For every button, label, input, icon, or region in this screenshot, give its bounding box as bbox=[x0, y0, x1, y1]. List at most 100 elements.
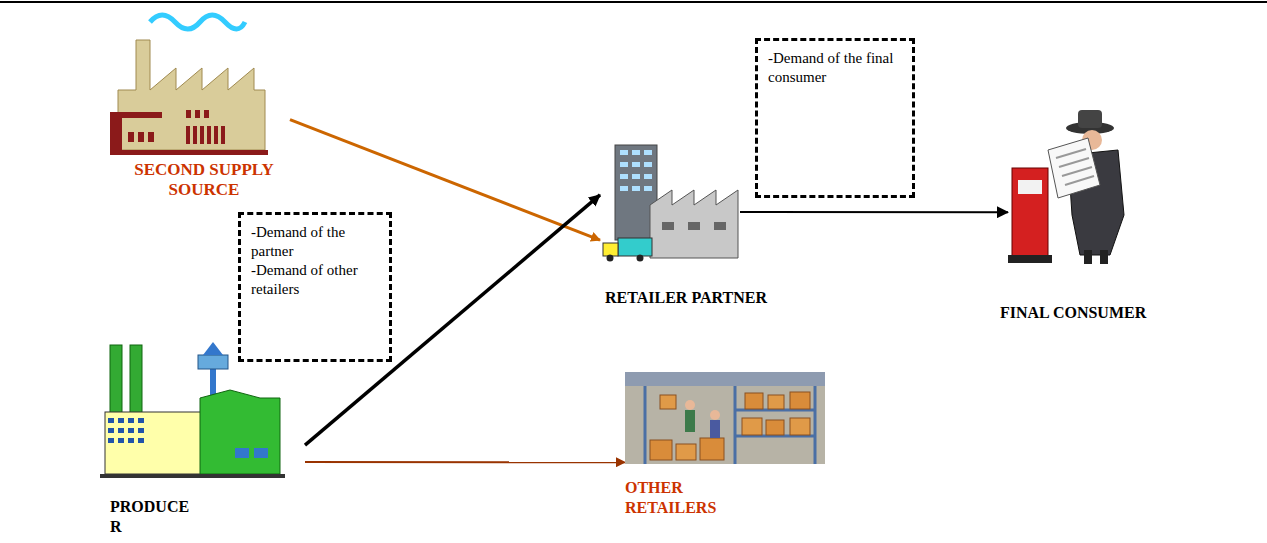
supply-source-node: SECOND SUPPLY SOURCE bbox=[110, 5, 290, 160]
producer-factory-icon-part bbox=[108, 418, 114, 423]
warehouse-building-icon-part bbox=[662, 222, 674, 230]
factory-icon-part bbox=[148, 132, 154, 142]
warehouse-building-icon-part bbox=[644, 174, 652, 179]
producer-factory-icon-part bbox=[130, 345, 142, 420]
warehouse-interior-picture-part bbox=[734, 386, 737, 464]
warehouse-building-icon-part bbox=[644, 150, 652, 155]
other-retailers-node: OTHER RETAILERS bbox=[625, 372, 825, 465]
producer-factory-icon-part bbox=[118, 428, 124, 433]
factory-icon-part bbox=[122, 112, 162, 118]
warehouse-building-icon-part bbox=[607, 255, 614, 262]
node-label: OTHER RETAILERS bbox=[625, 478, 737, 518]
warehouse-building-icon-part bbox=[644, 186, 652, 191]
warehouse-interior-picture-part bbox=[768, 395, 784, 409]
factory-icon-part bbox=[200, 126, 204, 144]
retailer-partner-node: RETAILER PARTNER bbox=[600, 140, 740, 262]
warehouse-building-icon-part bbox=[688, 222, 700, 230]
factory-icon-part bbox=[110, 150, 268, 155]
warehouse-building-icon-part bbox=[644, 162, 652, 167]
warehouse-interior-picture-part bbox=[742, 418, 762, 435]
warehouse-interior-picture-part bbox=[650, 440, 672, 460]
demand-callout: -Demand of the final consumer bbox=[755, 38, 915, 198]
producer-factory-icon-part bbox=[254, 448, 268, 458]
warehouse-building-icon-part bbox=[637, 255, 644, 262]
supply-arrow bbox=[305, 461, 625, 463]
producer-factory-icon-part bbox=[108, 428, 114, 433]
warehouse-building-icon-part bbox=[620, 174, 628, 179]
warehouse-interior-picture-part bbox=[685, 400, 695, 410]
factory-icon-part bbox=[138, 132, 144, 142]
producer-factory-icon-part bbox=[138, 418, 144, 423]
factory-icon bbox=[110, 15, 268, 155]
warehouse-interior-picture-part bbox=[745, 393, 763, 409]
producer-factory-icon-part bbox=[128, 428, 134, 433]
consumer-figure bbox=[1008, 110, 1124, 264]
factory-icon-part bbox=[204, 110, 209, 118]
factory-icon-part bbox=[128, 132, 134, 142]
demand-note: -Demand of the final consumer bbox=[768, 49, 902, 87]
factory-icon-part bbox=[186, 126, 190, 144]
producer-factory-icon-part bbox=[100, 474, 285, 478]
warehouse-interior-picture-part bbox=[766, 420, 784, 435]
warehouse-building-icon-part bbox=[620, 186, 628, 191]
factory-icon-part bbox=[150, 15, 245, 29]
delivery-arrow bbox=[740, 211, 1008, 213]
warehouse-interior-picture-part bbox=[660, 395, 676, 409]
warehouse-building-icon-part bbox=[620, 162, 628, 167]
node-label: PRODUCE R bbox=[110, 497, 194, 537]
warehouse-building-icon-part bbox=[632, 186, 640, 191]
factory-icon-part bbox=[186, 110, 191, 118]
producer-factory-icon-part bbox=[108, 438, 114, 443]
consumer-figure-part bbox=[1056, 149, 1086, 158]
consumer-figure-part bbox=[1012, 168, 1048, 258]
producer-factory-icon-part bbox=[200, 390, 280, 474]
consumer-figure-part bbox=[1078, 110, 1102, 128]
warehouse-interior-picture-part bbox=[644, 386, 647, 464]
factory-icon-part bbox=[195, 110, 200, 118]
node-label: RETAILER PARTNER bbox=[605, 288, 767, 308]
producer-factory-icon-part bbox=[128, 418, 134, 423]
consumer-figure-part bbox=[1084, 250, 1092, 264]
warehouse-interior-picture-part bbox=[685, 410, 695, 432]
warehouse-building-icon-part bbox=[650, 190, 738, 258]
warehouse-interior-picture-part bbox=[710, 420, 720, 438]
demand-note: -Demand of the partner bbox=[251, 223, 379, 261]
warehouse-building-icon-part bbox=[618, 238, 652, 256]
consumer-figure-part bbox=[1018, 180, 1042, 194]
producer-factory-icon-part bbox=[110, 345, 122, 420]
producer-factory-icon-part bbox=[138, 438, 144, 443]
consumer-figure-part bbox=[1062, 167, 1092, 176]
consumer-figure-part bbox=[1048, 138, 1100, 198]
warehouse-interior-picture-part bbox=[790, 418, 810, 435]
producer-factory-icon-part bbox=[235, 448, 249, 458]
consumer-figure-part bbox=[1059, 158, 1089, 167]
warehouse-interior-picture-part bbox=[625, 372, 825, 464]
warehouse-building-icon-part bbox=[632, 150, 640, 155]
factory-icon-part bbox=[193, 126, 197, 144]
factory-icon-part bbox=[110, 112, 122, 152]
warehouse-building-icon-part bbox=[714, 222, 726, 230]
warehouse-interior-picture-part bbox=[710, 410, 720, 420]
warehouse-building-icon-part bbox=[603, 243, 618, 256]
producer-factory-icon-part bbox=[203, 342, 223, 355]
node-label: SECOND SUPPLY SOURCE bbox=[108, 160, 300, 200]
demand-callout: -Demand of the partner-Demand of other r… bbox=[238, 212, 392, 362]
supply-arrow bbox=[305, 195, 600, 445]
factory-icon-part bbox=[214, 126, 218, 144]
node-label: FINAL CONSUMER bbox=[1000, 303, 1146, 323]
factory-icon-part bbox=[118, 40, 265, 150]
producer-factory-icon bbox=[100, 342, 285, 478]
producer-factory-icon-part bbox=[118, 438, 124, 443]
factory-icon-part bbox=[221, 126, 225, 144]
warehouse-building-icon-part bbox=[620, 150, 628, 155]
producer-factory-icon-part bbox=[138, 428, 144, 433]
supply-arrow bbox=[290, 120, 600, 240]
producer-node: PRODUCE R bbox=[100, 335, 305, 480]
consumer-figure-part bbox=[1100, 250, 1108, 264]
producer-factory-icon-part bbox=[198, 355, 228, 369]
producer-factory-icon-part bbox=[118, 418, 124, 423]
warehouse-interior-picture-part bbox=[814, 386, 817, 464]
warehouse-interior-picture-part bbox=[700, 438, 724, 460]
